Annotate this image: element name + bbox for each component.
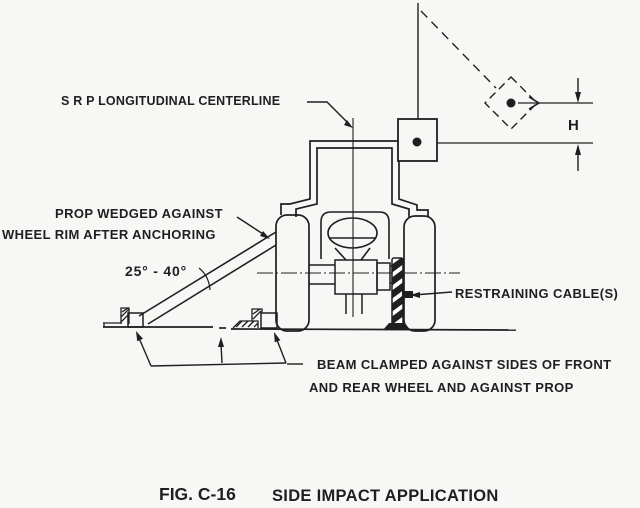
restraining-cable-label: RESTRAINING CABLE(S)	[455, 286, 619, 301]
restraining-stake	[383, 257, 413, 330]
srp-centerline-label: S R P LONGITUDINAL CENTERLINE	[61, 94, 281, 108]
right-anchor-assembly	[232, 308, 278, 329]
cable-attachment-tab	[402, 291, 413, 298]
axle-assembly	[309, 259, 404, 314]
prop-leader-arrow	[236, 216, 270, 239]
left-anchor-assembly	[103, 307, 144, 328]
restraining-leader-arrow	[410, 291, 453, 298]
height-arrow-down-icon	[575, 92, 581, 103]
impact-direction-arrow	[528, 96, 541, 110]
centerlines	[257, 118, 460, 317]
figure-title: SIDE IMPACT APPLICATION	[272, 487, 499, 505]
prop-beam	[138, 231, 277, 325]
height-dimension-label: H	[568, 117, 579, 134]
angle-arc	[198, 267, 211, 291]
beam-clamped-label-line2: AND REAR WHEEL AND AGAINST PROP	[309, 380, 574, 395]
impactor-raised-position-diamond	[484, 76, 538, 130]
gearbox	[334, 259, 378, 295]
prop-wedged-label-line2: WHEEL RIM AFTER ANCHORING	[2, 227, 216, 242]
raised-center-dot	[506, 98, 516, 108]
tractor-body	[320, 211, 390, 261]
height-arrow-up-icon	[575, 144, 581, 155]
height-dimension-arrows	[575, 78, 581, 171]
stake-stripes	[392, 258, 403, 325]
beam-leader-arrows	[136, 331, 303, 367]
raised-cable-dashed-line	[420, 10, 497, 89]
prop-wedged-label-line1: PROP WEDGED AGAINST	[55, 206, 223, 221]
impact-center-dot	[412, 137, 422, 147]
srp-leader-arrow	[307, 101, 353, 128]
stake-base	[383, 323, 410, 330]
figure-number: FIG. C-16	[159, 484, 236, 504]
impactor-block	[397, 118, 438, 162]
upper-dimension-line	[518, 96, 593, 110]
ground-beam	[103, 326, 517, 331]
beam-clamped-label-line1: BEAM CLAMPED AGAINST SIDES OF FRONT	[317, 357, 612, 372]
prop-angle-label: 25° - 40°	[125, 263, 187, 279]
